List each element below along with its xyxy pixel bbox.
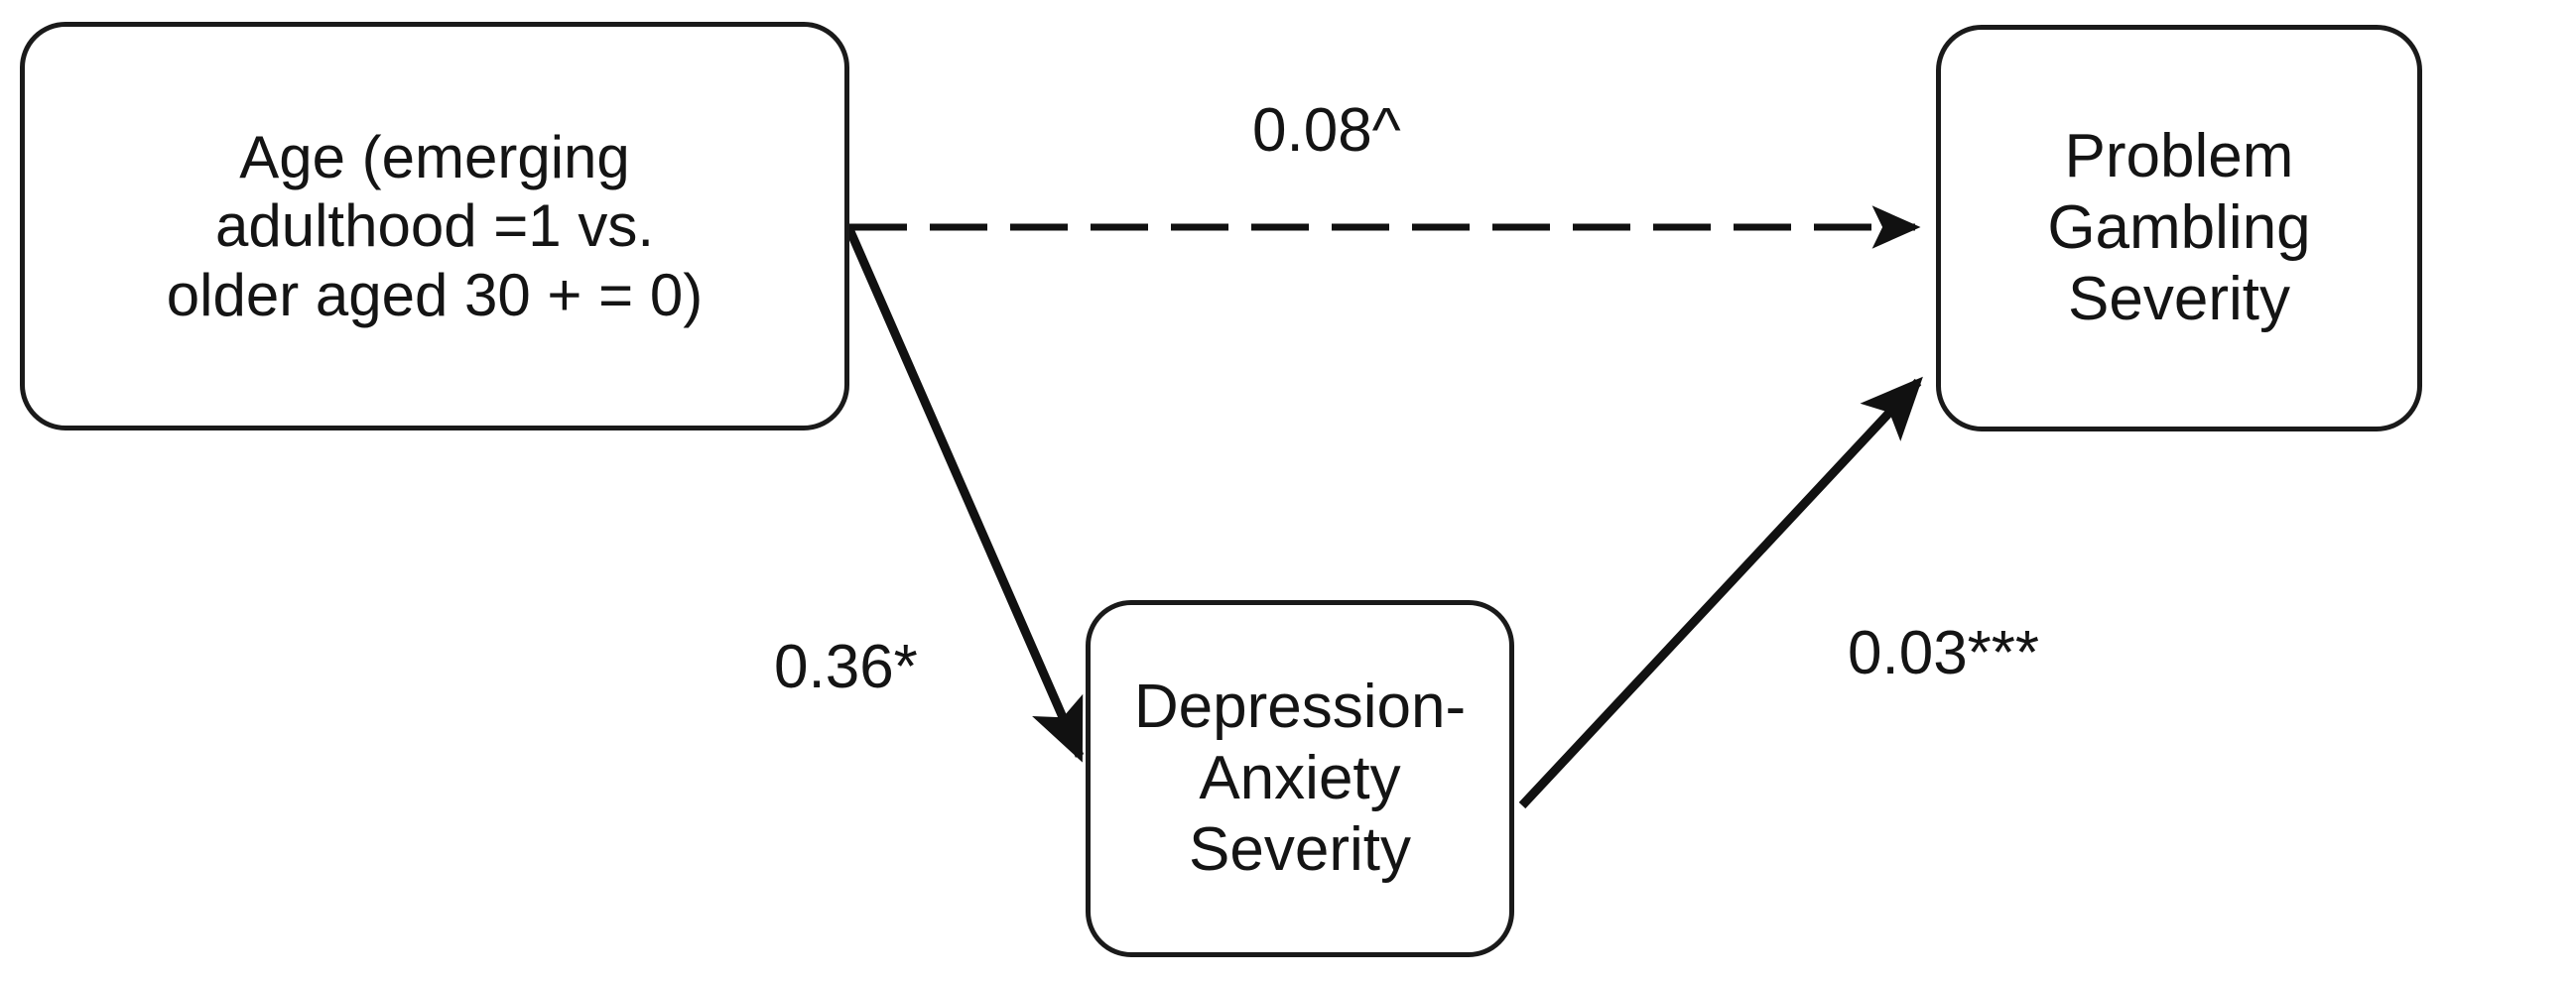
node-age-label: Age (emerging adulthood =1 vs. older age… [166,123,704,328]
edge-label-b-path: 0.03*** [1848,619,2040,687]
node-age: Age (emerging adulthood =1 vs. older age… [20,22,849,430]
edge-label-direct-effect: 0.08^ [1252,96,1401,165]
edge-label-a-path: 0.36* [774,633,918,701]
node-problem-gambling-severity-label: Problem Gambling Severity [2047,122,2311,333]
node-problem-gambling-severity: Problem Gambling Severity [1936,25,2422,431]
edge-a-age-to-depression [844,227,1085,763]
node-depression-anxiety-severity-label: Depression- Anxiety Severity [1133,673,1467,884]
edge-b-depression-to-gambling [1518,376,1923,809]
node-depression-anxiety-severity: Depression- Anxiety Severity [1086,600,1514,957]
